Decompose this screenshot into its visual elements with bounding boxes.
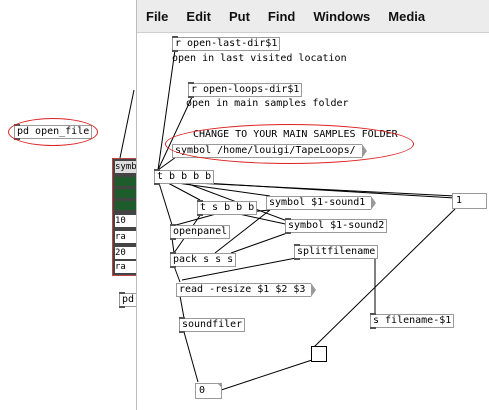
subpatch-row: ra bbox=[115, 231, 137, 243]
cord bbox=[179, 295, 185, 319]
number-box-right[interactable]: 1 bbox=[452, 193, 487, 209]
pd-object-lower[interactable]: pd bbox=[119, 292, 142, 308]
comment-loops-dir: open in main samples folder bbox=[186, 98, 349, 109]
comment-last-dir: open in last visited location bbox=[172, 53, 347, 64]
receive-open-loops-dir[interactable]: r open-loops-dir$1 bbox=[188, 82, 303, 98]
subpatch-row: 20 bbox=[115, 247, 137, 259]
cord bbox=[203, 182, 456, 199]
cord bbox=[157, 96, 193, 171]
message-read[interactable]: read -resize $1 $2 $3 bbox=[176, 283, 317, 297]
menu-windows[interactable]: Windows bbox=[313, 8, 371, 24]
message-flag bbox=[371, 196, 377, 210]
cord bbox=[158, 182, 173, 226]
trigger-second[interactable]: t s b b b bbox=[197, 200, 258, 216]
menu-file[interactable]: File bbox=[146, 8, 169, 24]
cord bbox=[313, 208, 456, 348]
cord bbox=[230, 231, 291, 254]
cord bbox=[171, 237, 175, 254]
receive-open-last-dir[interactable]: r open-last-dir$1 bbox=[172, 36, 281, 52]
cord bbox=[183, 331, 199, 383]
bang-button[interactable] bbox=[311, 346, 327, 362]
subpatch-window-fragment[interactable]: symb 10 ra 20 ra bbox=[112, 158, 140, 276]
number-box-bottom[interactable]: 0 bbox=[195, 383, 222, 399]
cord bbox=[173, 265, 181, 283]
message-flag bbox=[311, 283, 317, 297]
cord bbox=[119, 89, 135, 159]
subpatch-title: symb bbox=[115, 161, 137, 173]
trigger-main[interactable]: t b b b b bbox=[154, 169, 215, 185]
red-annotation-ellipse-folder bbox=[165, 124, 414, 164]
subpatch-green-bar bbox=[115, 189, 137, 198]
message-read-text: read -resize $1 $2 $3 bbox=[179, 284, 306, 295]
cord bbox=[157, 156, 177, 171]
message-symbol-sound1[interactable]: symbol $1-sound1 bbox=[266, 196, 377, 210]
menu-find[interactable]: Find bbox=[267, 8, 296, 24]
splitfilename-object[interactable]: splitfilename bbox=[294, 244, 379, 260]
subpatch-row: ra bbox=[115, 261, 137, 273]
cord bbox=[157, 49, 176, 171]
cord bbox=[238, 213, 291, 226]
menu-put[interactable]: Put bbox=[228, 8, 250, 24]
cord bbox=[181, 257, 297, 281]
pack-object[interactable]: pack s s s bbox=[170, 252, 237, 268]
red-annotation-ellipse-pd bbox=[8, 118, 98, 146]
subpatch-row: 10 bbox=[115, 215, 137, 227]
menubar: File Edit Put Find Windows Media bbox=[137, 0, 489, 33]
subpatch-green-bar bbox=[115, 201, 137, 210]
symbol-sound2-object[interactable]: symbol $1-sound2 bbox=[285, 218, 388, 234]
cord bbox=[214, 209, 271, 254]
cord bbox=[167, 182, 201, 201]
message-symbol-sound1-text: symbol $1-sound1 bbox=[269, 197, 366, 208]
cord bbox=[175, 213, 217, 226]
menu-edit[interactable]: Edit bbox=[186, 8, 211, 24]
openpanel-object[interactable]: openpanel bbox=[170, 224, 231, 240]
subpatch-green-bar bbox=[115, 177, 137, 186]
menu-media[interactable]: Media bbox=[388, 8, 426, 24]
send-filename-object[interactable]: s filename-$1 bbox=[370, 313, 455, 329]
soundfiler-object[interactable]: soundfiler bbox=[179, 317, 246, 333]
